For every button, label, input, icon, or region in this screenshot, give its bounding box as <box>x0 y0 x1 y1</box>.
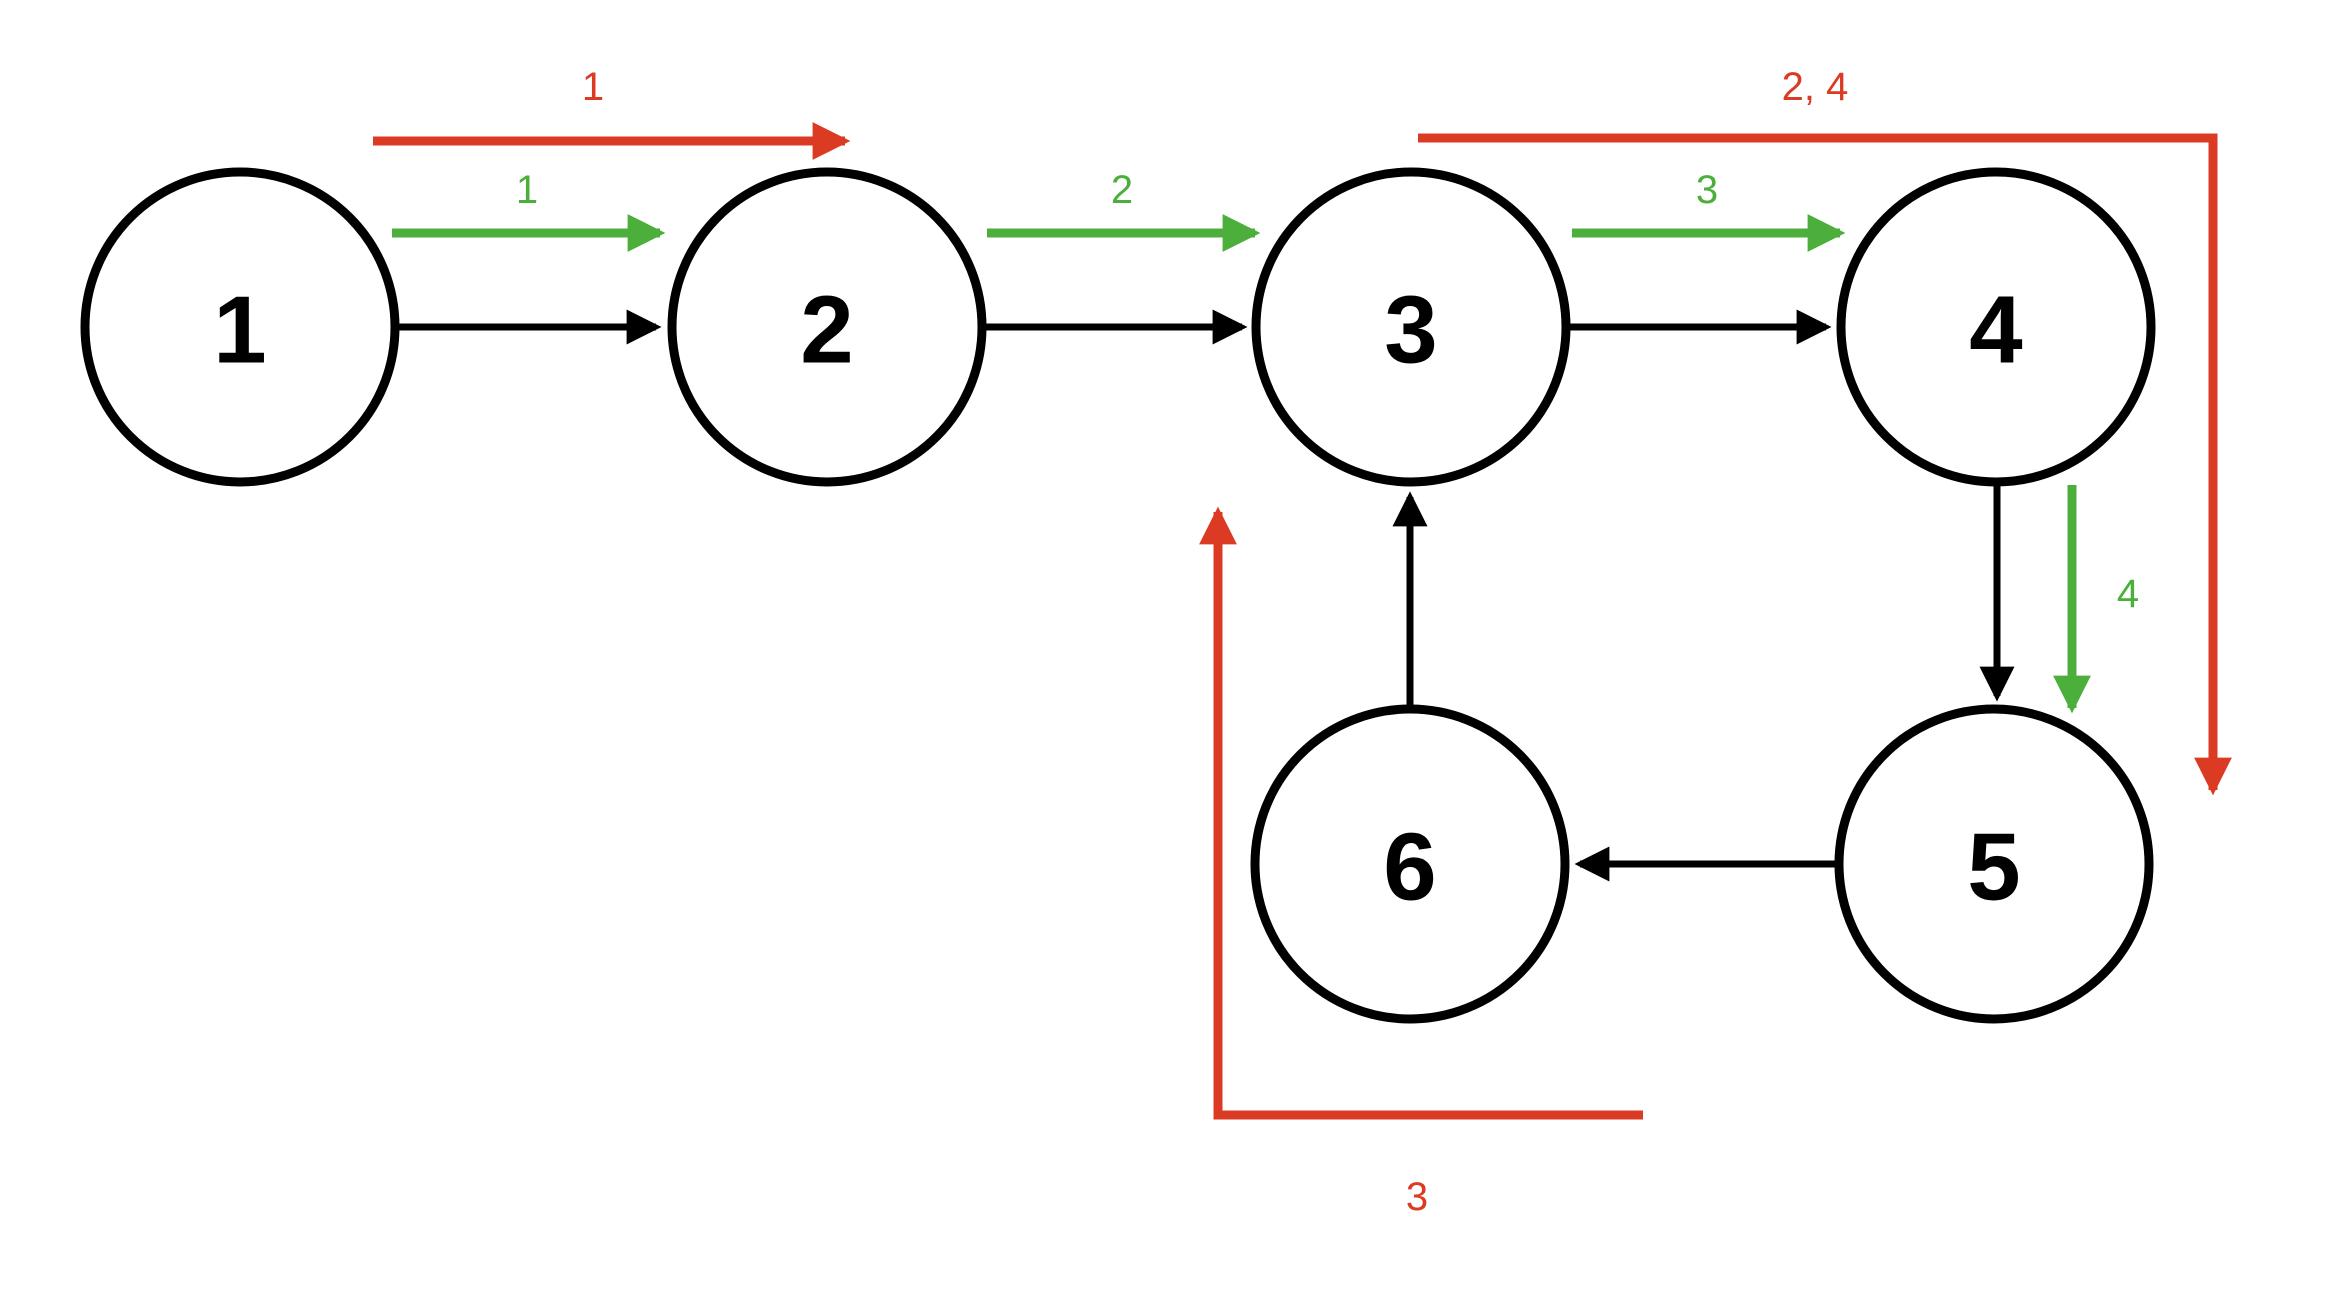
red-path-6-to-3 <box>1199 506 1643 1120</box>
node-5-label: 5 <box>1967 814 2020 921</box>
green-label-2: 2 <box>1111 168 1133 212</box>
green-label-4: 4 <box>2117 572 2139 616</box>
node-6[interactable]: 6 <box>1250 704 1570 1024</box>
green-label-1: 1 <box>516 168 538 212</box>
edge-labels-group: 1 2 3 4 1 2, 4 3 <box>516 65 2139 1219</box>
node-1-label: 1 <box>213 277 266 384</box>
node-4-label: 4 <box>1969 277 2022 384</box>
node-2[interactable]: 2 <box>667 167 987 487</box>
red-path-3-to-5 <box>1418 133 2232 796</box>
green-label-3: 3 <box>1696 168 1718 212</box>
red-annotations-group <box>373 122 2232 1120</box>
nodes-group: 1 2 3 4 5 6 <box>80 167 2156 1024</box>
node-5[interactable]: 5 <box>1834 704 2154 1024</box>
red-label-2-4: 2, 4 <box>1782 65 1849 109</box>
node-4-circle[interactable] <box>1836 167 2156 487</box>
node-4[interactable]: 4 <box>1836 167 2156 487</box>
node-2-label: 2 <box>800 277 853 384</box>
node-1[interactable]: 1 <box>80 167 400 487</box>
node-6-label: 6 <box>1383 814 1436 921</box>
node-5-circle[interactable] <box>1834 704 2154 1024</box>
green-annotations-group <box>392 214 2091 714</box>
red-label-1: 1 <box>582 65 604 109</box>
node-3-circle[interactable] <box>1251 167 1571 487</box>
red-label-3: 3 <box>1406 1175 1428 1219</box>
node-3-label: 3 <box>1384 277 1437 384</box>
node-2-circle[interactable] <box>667 167 987 487</box>
node-1-circle[interactable] <box>80 167 400 487</box>
node-3[interactable]: 3 <box>1251 167 1571 487</box>
node-6-circle[interactable] <box>1250 704 1570 1024</box>
base-edges-group <box>398 309 2015 882</box>
